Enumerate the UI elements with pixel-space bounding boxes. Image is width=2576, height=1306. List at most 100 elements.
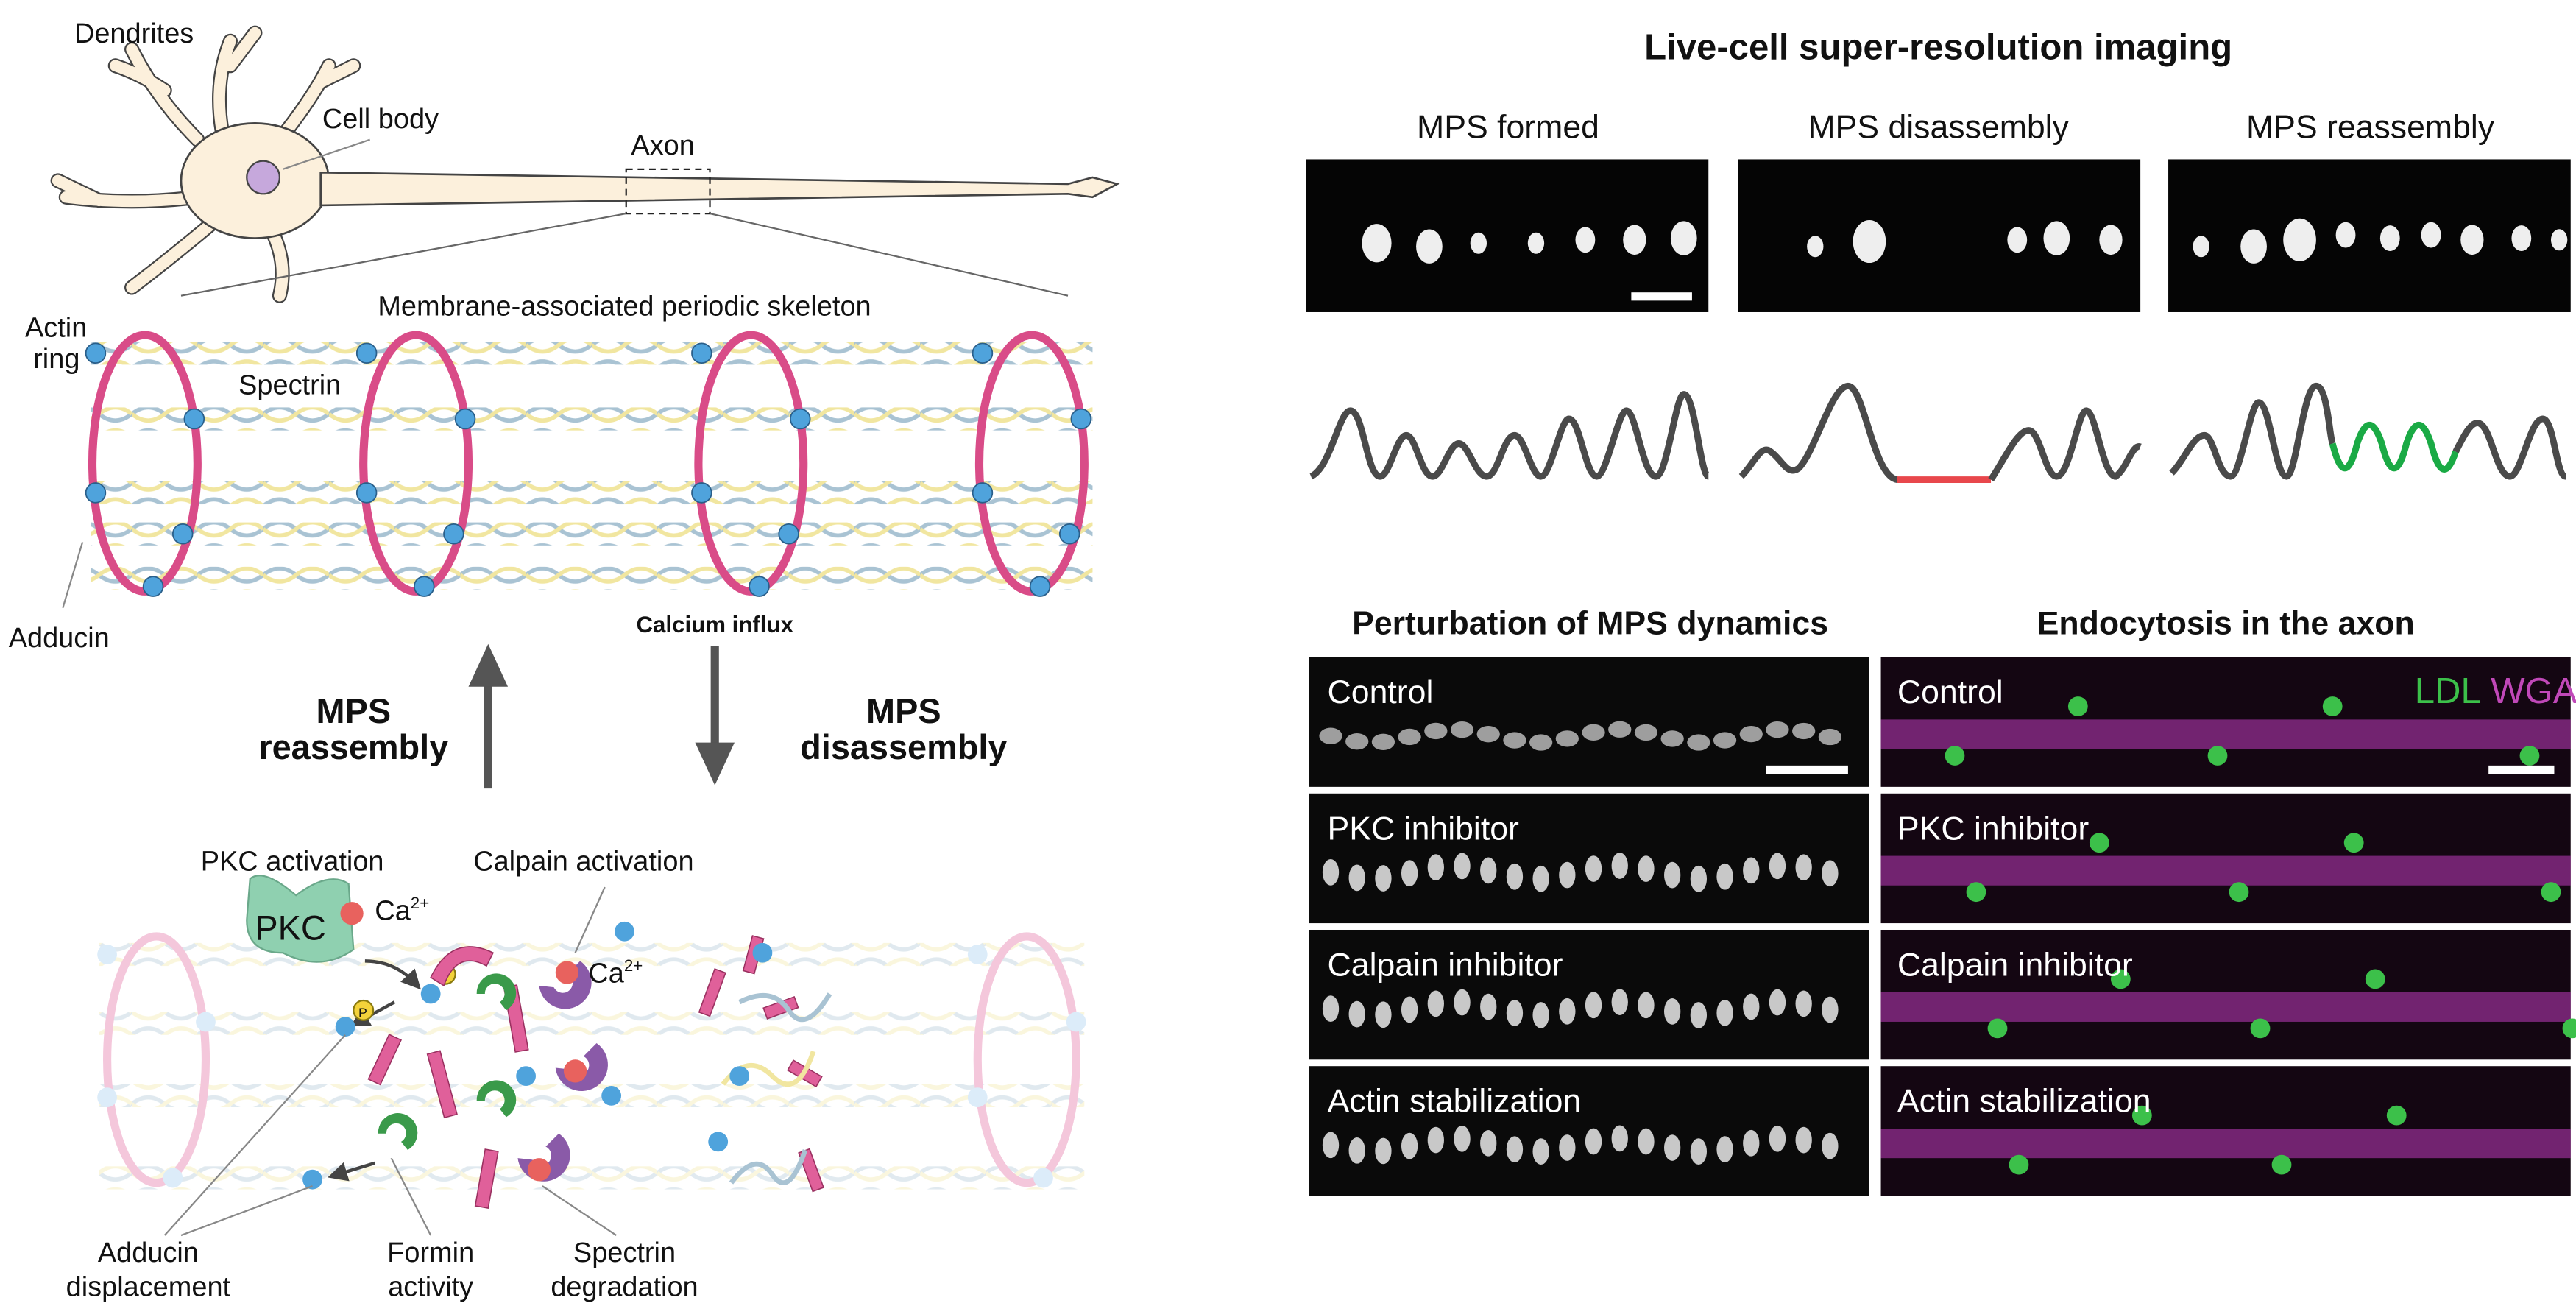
trace-formed xyxy=(1309,391,1712,480)
mps-spot xyxy=(1401,860,1418,887)
row-label-perturbation: Control xyxy=(1328,674,1434,710)
adducin-dots xyxy=(85,342,1092,597)
fluorescent-spot xyxy=(2240,229,2267,264)
label-adducin: Adducin xyxy=(9,623,110,654)
mps-spot xyxy=(1585,855,1602,882)
fluorescent-spot xyxy=(2099,225,2123,255)
fluorescent-spot xyxy=(2460,225,2484,255)
label-adducin-displacement: Adducin xyxy=(98,1238,199,1268)
mps-spot xyxy=(1690,1002,1708,1028)
fluorescent-spot xyxy=(2421,222,2441,248)
mps-spot xyxy=(1664,861,1681,889)
scale-bar xyxy=(1631,292,1692,301)
mps-spot xyxy=(1480,993,1497,1020)
label-actin-ring-2: ring xyxy=(33,344,79,375)
mps-spot xyxy=(1822,1132,1839,1159)
scale-bar xyxy=(2488,765,2555,774)
mps-spot xyxy=(1532,1138,1549,1165)
endocytosis-title: Endocytosis in the axon xyxy=(2037,605,2415,641)
fluorescent-spot xyxy=(2335,222,2356,248)
micrograph-reassembly xyxy=(2168,159,2571,312)
mps-spot xyxy=(1427,854,1444,880)
fluorescent-spot xyxy=(1807,236,1824,258)
label-axon: Axon xyxy=(631,130,694,161)
mps-spot xyxy=(1371,733,1395,750)
mps-spot xyxy=(1375,865,1392,892)
actin-ring xyxy=(359,331,473,596)
label-actin-ring: Actin xyxy=(25,312,87,343)
ldl-spot xyxy=(2365,969,2385,989)
actin-ring xyxy=(88,331,202,596)
mps-spot xyxy=(1638,1128,1655,1155)
actin-ring xyxy=(694,331,808,596)
mps-spot xyxy=(1769,853,1786,880)
nucleus xyxy=(246,160,281,195)
panel-title-disassembly: MPS disassembly xyxy=(1808,109,2069,145)
fluorescent-spot xyxy=(1527,232,1545,254)
ldl-spot xyxy=(2009,1154,2029,1175)
mps-spot xyxy=(1660,730,1684,747)
ldl-spot xyxy=(2519,746,2540,766)
perturbation-section: Perturbation of MPS dynamics Endocytosis… xyxy=(1309,605,2576,1196)
mps-spot xyxy=(1559,861,1576,889)
mps-spot xyxy=(1322,859,1340,886)
fluorescent-spot xyxy=(1853,220,1886,264)
mps-spot xyxy=(1532,865,1549,892)
mps-cylinder: Membrane-associated periodic skeleton Ac… xyxy=(9,291,1093,654)
ldl-spot xyxy=(2386,1105,2407,1126)
mps-spot xyxy=(1713,732,1737,749)
mps-spot xyxy=(1795,990,1812,1017)
mps-spot xyxy=(1664,998,1681,1025)
ldl-spot xyxy=(1945,746,1965,766)
wga-signal xyxy=(1880,719,2571,749)
mps-spot xyxy=(1322,1132,1340,1159)
ldl-spot xyxy=(1987,1018,2008,1039)
fluorescent-spot xyxy=(2043,221,2070,255)
mps-spot xyxy=(1424,722,1448,740)
label-mps-reassembly: MPS xyxy=(316,692,392,730)
mps-spot xyxy=(1608,721,1632,738)
mps-spot xyxy=(1555,730,1579,747)
row-label-endocytosis: Control xyxy=(1897,674,2003,710)
row-label-perturbation: PKC inhibitor xyxy=(1328,811,1519,847)
mps-spot xyxy=(1690,865,1708,892)
panel-title-formed: MPS formed xyxy=(1417,109,1599,145)
label-cell-body: Cell body xyxy=(322,104,439,135)
formin xyxy=(378,973,517,1151)
label-mps-disassembly-2: disassembly xyxy=(800,728,1007,766)
label-calcium-influx: Calcium influx xyxy=(636,612,793,638)
label-ca-calpain: Ca2+ xyxy=(588,956,643,989)
ldl-spot xyxy=(2089,833,2109,853)
fluorescent-spot xyxy=(1575,227,1596,253)
fluorescent-spot xyxy=(1416,229,1443,264)
scale-bar xyxy=(1766,765,1848,774)
label-pkc: PKC xyxy=(255,908,325,947)
label-formin-activity-2: activity xyxy=(388,1272,473,1303)
fluorescent-spot xyxy=(1362,224,1392,263)
perturbation-title: Perturbation of MPS dynamics xyxy=(1352,605,1828,641)
mps-spot xyxy=(1348,1000,1365,1028)
fluorescent-spot xyxy=(1470,232,1487,254)
ldl-spot xyxy=(2541,882,2561,903)
mps-spot xyxy=(1716,1000,1733,1026)
row-label-perturbation: Calpain inhibitor xyxy=(1328,947,1563,983)
mps-spot xyxy=(1480,857,1497,884)
actin-ring xyxy=(974,331,1089,596)
live-cell-section: Live-cell super-resolution imaging MPS f… xyxy=(1306,27,2571,484)
mps-spot xyxy=(1687,734,1710,751)
mps-spot xyxy=(1450,721,1474,738)
ldl-spot xyxy=(2322,696,2343,716)
label-adducin-displacement-2: displacement xyxy=(66,1272,231,1303)
mps-spot xyxy=(1611,1125,1628,1152)
pkc-enzyme xyxy=(246,875,355,963)
mps-spot xyxy=(1743,1129,1760,1157)
ldl-spot xyxy=(2229,882,2249,903)
ldl-spot xyxy=(2067,696,2088,716)
mps-spot xyxy=(1743,857,1760,884)
mps-spot xyxy=(1766,721,1789,738)
mps-spot xyxy=(1532,1002,1549,1028)
wga-signal xyxy=(1880,1129,2571,1159)
mps-spot xyxy=(1454,1125,1471,1152)
mps-spot xyxy=(1348,1137,1365,1164)
